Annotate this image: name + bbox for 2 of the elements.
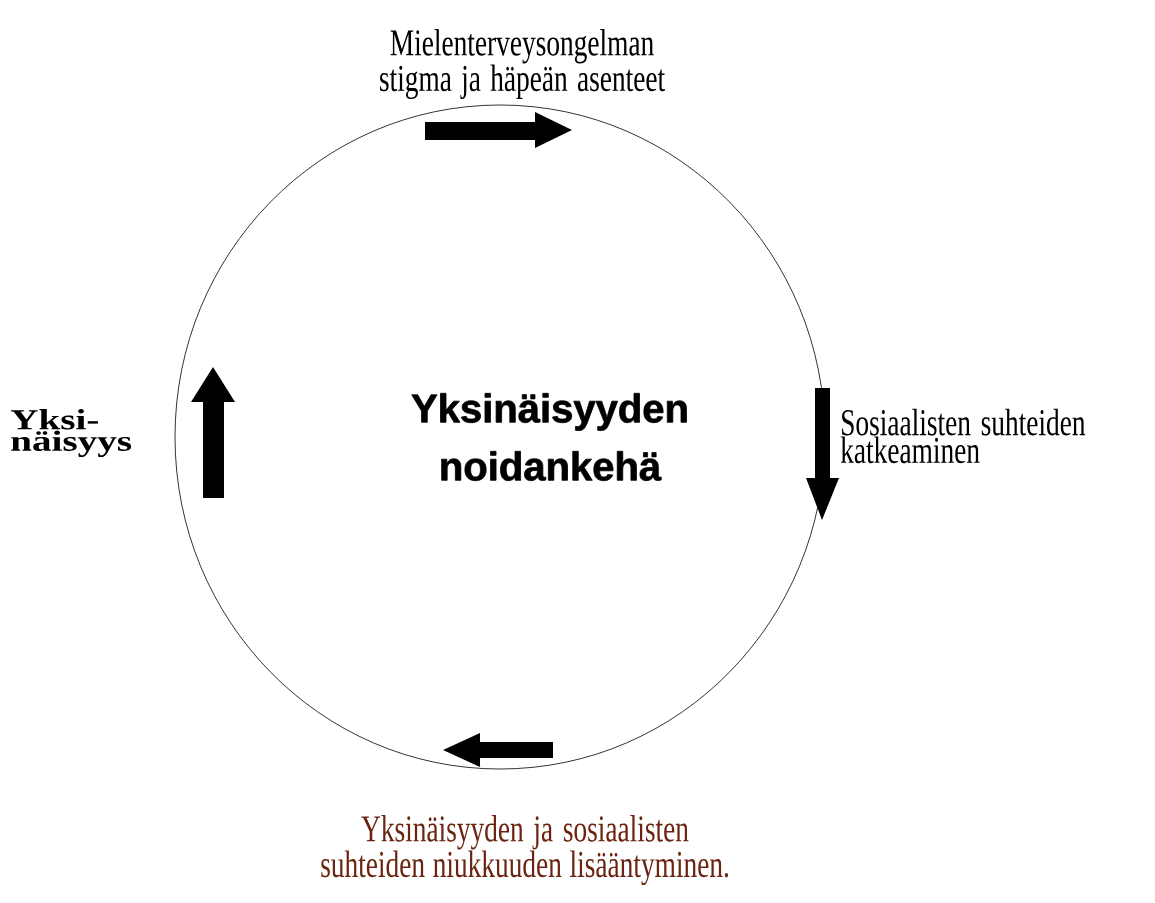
caption-text: Yksi- näisyys (10, 409, 132, 457)
caption-text: Yksinäisyyden ja sosiaalisten suhteiden niukkuuden lisääntyminen. (321, 814, 729, 886)
